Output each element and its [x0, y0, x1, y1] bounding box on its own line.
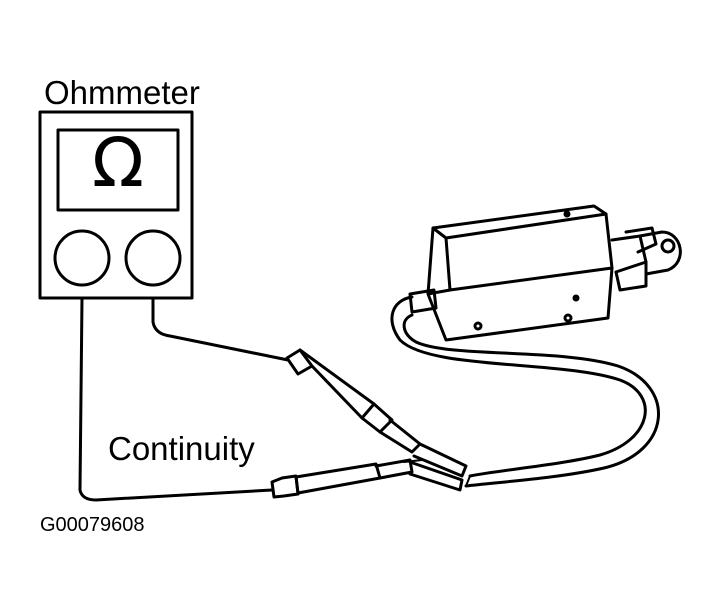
ohm-symbol: Ω [92, 124, 144, 203]
probe-lower [270, 458, 423, 499]
test-lead-right [151, 296, 290, 362]
figure-code: G00079608 [40, 514, 145, 536]
solenoid [408, 204, 682, 342]
test-lead-left [78, 296, 274, 502]
ohmmeter-display [56, 128, 180, 212]
solenoid-harness [390, 295, 660, 488]
ohmmeter-body [38, 110, 194, 300]
meter-terminal-right [124, 229, 182, 287]
ohmmeter-title: Ohmmeter [44, 74, 200, 111]
harness-wire-ends [408, 442, 468, 492]
continuity-label: Continuity [108, 430, 255, 467]
meter-terminal-left [53, 229, 111, 287]
probe-upper [285, 348, 422, 454]
